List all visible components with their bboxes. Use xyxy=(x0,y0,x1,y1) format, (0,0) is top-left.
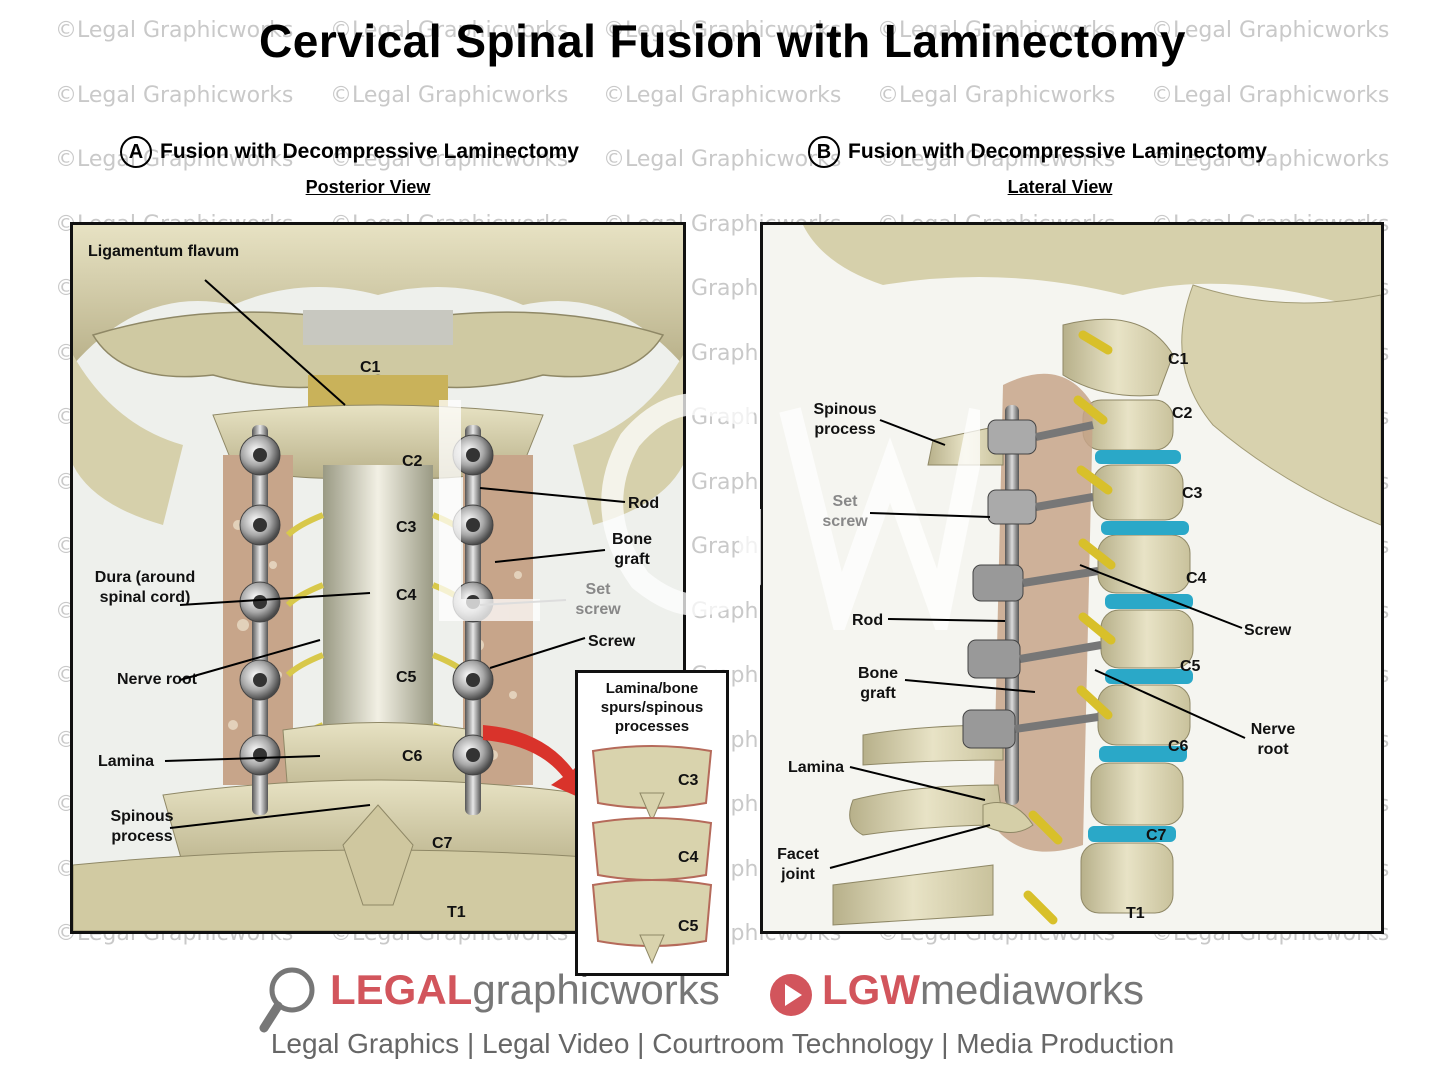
magnifier-icon xyxy=(259,967,315,1033)
label-screw-a: Screw xyxy=(588,633,636,650)
ligamentum-strip xyxy=(303,310,453,345)
panel-a-badge: A xyxy=(120,136,152,168)
skull-base xyxy=(73,225,683,365)
watermark-text: ©Legal Graphicworks xyxy=(55,82,294,108)
brand-lgw-mediaworks: LGWmediaworks xyxy=(822,966,1144,1014)
label-level-c5-b: C5 xyxy=(1180,658,1201,675)
brand2-grey: mediaworks xyxy=(919,966,1145,1013)
label-level-c3-a: C3 xyxy=(396,519,417,536)
inset-lamina-c3 xyxy=(591,745,713,823)
lamina-inset: Lamina/bone spurs/spinous processes C3 C… xyxy=(575,670,729,976)
page-title: Cervical Spinal Fusion with Laminectomy xyxy=(259,15,1186,67)
label-spinous-b: Spinous process xyxy=(813,401,877,438)
label-level-t1-a: T1 xyxy=(447,904,466,921)
play-icon xyxy=(770,974,812,1016)
label-level-c4-b: C4 xyxy=(1186,570,1207,587)
footer-tagline: Legal Graphics | Legal Video | Courtroom… xyxy=(270,1028,1175,1059)
facet-joint xyxy=(982,802,1034,833)
spinous-process xyxy=(342,804,414,906)
label-level-c3-b: C3 xyxy=(1182,485,1203,502)
watermark-text: ©Legal Graphicworks xyxy=(603,147,842,172)
label-bone-graft-b: Bone graft xyxy=(858,665,898,702)
inset-lamina-c4 xyxy=(591,817,713,881)
label-spinous-a: Spinous process xyxy=(110,808,174,845)
panel-b-badge: B xyxy=(808,136,840,168)
panel-b-view: Lateral View xyxy=(1007,177,1113,197)
label-screw-b: Screw xyxy=(1244,622,1292,639)
label-level-c1-a: C1 xyxy=(360,359,381,376)
label-rod-b: Rod xyxy=(852,612,884,629)
watermark-text: ©Legal Graphicworks xyxy=(877,82,1116,108)
panel-a-view: Posterior View xyxy=(305,177,431,197)
label-set-screw-a: Set screw xyxy=(575,581,621,618)
inset-level-c3: C3 xyxy=(678,772,699,789)
dura xyxy=(323,465,433,755)
inset-level-c4: C4 xyxy=(678,849,699,866)
panel-a-heading-text: Fusion with Decompressive Laminectomy xyxy=(160,140,579,163)
label-level-c2-b: C2 xyxy=(1172,405,1193,422)
screws-lateral xyxy=(962,419,1102,749)
label-facet-b: Facet joint xyxy=(777,846,819,883)
label-bone-graft-a: Bone graft xyxy=(612,531,652,568)
label-dura: Dura (around spinal cord) xyxy=(94,569,196,606)
label-level-t1-b: T1 xyxy=(1126,905,1145,922)
watermark-text: ©Legal Graphicworks xyxy=(603,82,842,108)
brand2-red: LGW xyxy=(822,966,920,1013)
label-level-c6-b: C6 xyxy=(1168,738,1189,755)
jaw-left xyxy=(73,355,183,525)
footer-logo: LEGALgraphicworks LGWmediaworks xyxy=(0,962,1445,1033)
label-level-c1-b: C1 xyxy=(1168,351,1189,368)
label-level-c7-a: C7 xyxy=(432,835,453,852)
occiput xyxy=(803,225,1381,315)
panel-b-heading: B Fusion with Decompressive Laminectomy xyxy=(808,136,1267,168)
label-level-c2-a: C2 xyxy=(402,453,423,470)
panel-a-heading: A Fusion with Decompressive Laminectomy xyxy=(120,136,579,168)
label-level-c5-a: C5 xyxy=(396,669,417,686)
panel-b-heading-text: Fusion with Decompressive Laminectomy xyxy=(848,140,1267,163)
inset-lamina-c5 xyxy=(591,879,713,965)
inset-arrow xyxy=(483,725,585,800)
watermark-text: ©Legal Graphicworks xyxy=(1151,82,1390,108)
panel-b-illustration xyxy=(760,222,1384,934)
inset-level-c5: C5 xyxy=(678,918,699,935)
lateral-spine-illustration xyxy=(803,225,1381,926)
label-set-screw-b: Set screw xyxy=(822,493,868,530)
watermark-text: ©Legal Graphicworks xyxy=(330,82,569,108)
label-ligamentum-flavum: Ligamentum flavum xyxy=(88,243,240,260)
inset-lamina-illustration xyxy=(591,745,713,965)
label-level-c4-a: C4 xyxy=(396,587,417,604)
label-nerve-root-b: Nerve root xyxy=(1250,721,1296,758)
inset-title: Lamina/bone spurs/spinous processes xyxy=(600,680,704,735)
brand1-red: LEGAL xyxy=(330,966,473,1013)
mandible xyxy=(1181,284,1381,526)
label-rod-a: Rod xyxy=(628,495,660,512)
label-nerve-root-a: Nerve root xyxy=(116,671,198,688)
label-lamina-b: Lamina xyxy=(788,759,845,776)
label-level-c6-a: C6 xyxy=(402,748,423,765)
label-lamina-a: Lamina xyxy=(98,753,155,770)
label-level-c7-b: C7 xyxy=(1146,827,1167,844)
